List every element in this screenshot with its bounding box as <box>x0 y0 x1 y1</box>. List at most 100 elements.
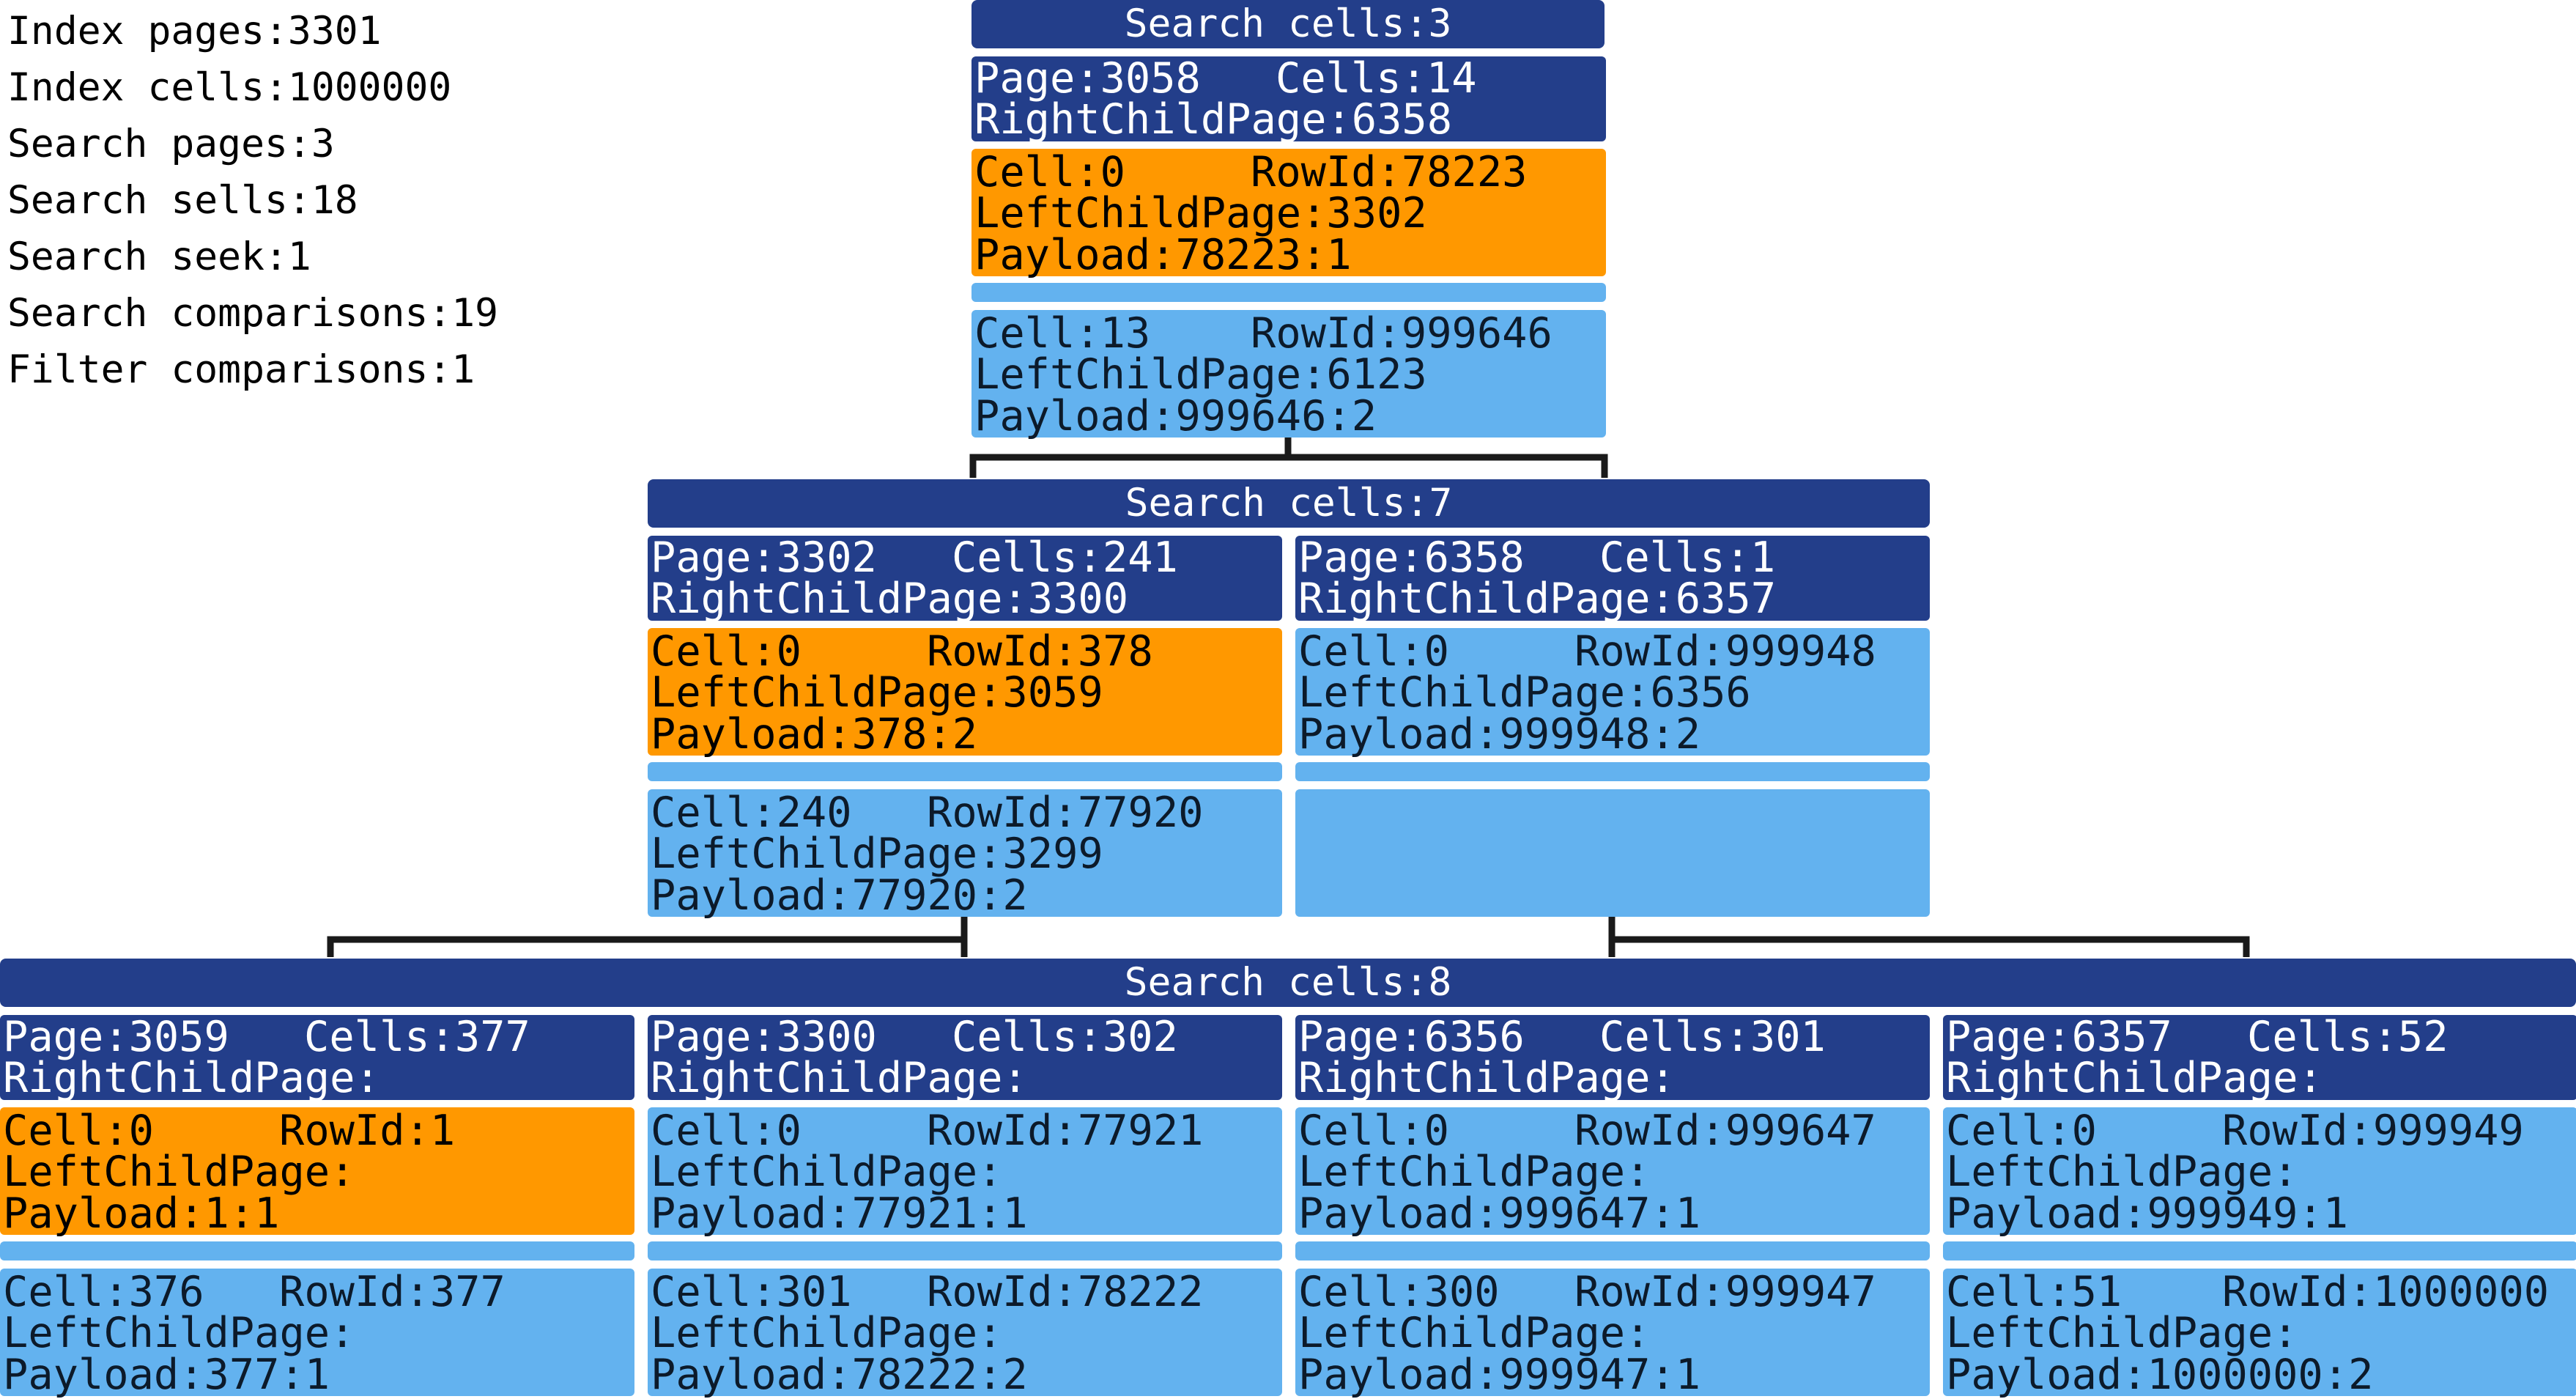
cell-left-child: LeftChildPage: <box>3 1148 355 1196</box>
page-number: Page:3302 <box>651 534 877 582</box>
cell-index: Cell:0 <box>1298 1107 1449 1155</box>
cell-index: Cell:0 <box>974 148 1125 196</box>
cell-left-child: LeftChildPage: <box>1298 1148 1651 1196</box>
cell-index: Cell:0 <box>651 1107 802 1155</box>
page-cell-count: Cells:241 <box>952 534 1178 582</box>
cell-rowid: RowId:1 <box>279 1107 456 1155</box>
page-cell-count: Cells:301 <box>1599 1013 1826 1061</box>
stat-search-pages: Search pages:3 <box>7 122 335 166</box>
cell-left-child: LeftChildPage:6356 <box>1298 668 1751 717</box>
cell-payload: Payload:999947:1 <box>1298 1351 1701 1399</box>
level-2-search-header: Search cells:7 <box>648 479 1930 528</box>
cell-payload: Payload:77920:2 <box>651 871 1028 920</box>
last-cell <box>1295 789 1930 917</box>
cell-index: Cell:376 <box>3 1268 204 1316</box>
cell-rowid: RowId:999647 <box>1574 1107 1876 1155</box>
cell-ellipsis-separator <box>1943 1241 2576 1260</box>
cell-left-child: LeftChildPage:6123 <box>974 350 1427 399</box>
cell-index: Cell:240 <box>651 789 852 837</box>
cell-rowid: RowId:378 <box>927 627 1153 676</box>
cell-rowid: RowId:999949 <box>2222 1107 2524 1155</box>
cell-index: Cell:0 <box>1946 1107 2097 1155</box>
cell-payload: Payload:77921:1 <box>651 1189 1028 1238</box>
cell-payload: Payload:378:2 <box>651 710 978 758</box>
cell-left-child: LeftChildPage: <box>651 1309 1003 1357</box>
cell-index: Cell:301 <box>651 1268 852 1316</box>
page-number: Page:6358 <box>1298 534 1525 582</box>
cell-index: Cell:51 <box>1946 1268 2122 1316</box>
cell-rowid: RowId:999948 <box>1574 627 1876 676</box>
page-cell-count: Cells:52 <box>2247 1013 2449 1061</box>
right-child-page: RightChildPage: <box>3 1054 380 1102</box>
cell-ellipsis-separator <box>1295 762 1930 781</box>
search-stats-list: Index pages:3301 Index cells:1000000 Sea… <box>7 3 498 398</box>
cell-payload: Payload:78222:2 <box>651 1351 1028 1399</box>
cell-left-child: LeftChildPage:3059 <box>651 668 1103 717</box>
cell-payload: Payload:1:1 <box>3 1189 280 1238</box>
connector-page6358-to-level3 <box>1608 915 2250 957</box>
cell-index: Cell:13 <box>974 309 1151 358</box>
cell-left-child: LeftChildPage: <box>1946 1309 2298 1357</box>
page-number: Page:3300 <box>651 1013 877 1061</box>
right-child-page: RightChildPage: <box>651 1054 1028 1102</box>
cell-payload: Payload:78223:1 <box>974 231 1352 279</box>
connector-root-to-level2 <box>969 435 1608 478</box>
cell-left-child: LeftChildPage: <box>3 1309 355 1357</box>
cell-index: Cell:0 <box>3 1107 154 1155</box>
cell-rowid: RowId:78222 <box>927 1268 1204 1316</box>
stat-search-comparisons: Search comparisons:19 <box>7 291 499 336</box>
connector-page3302-to-level3 <box>327 915 968 957</box>
page-number: Page:6357 <box>1946 1013 2172 1061</box>
page-cell-count: Cells:1 <box>1599 534 1776 582</box>
cell-payload: Payload:999647:1 <box>1298 1189 1701 1238</box>
cell-payload: Payload:1000000:2 <box>1946 1351 2374 1399</box>
cell-left-child: LeftChildPage: <box>651 1148 1003 1196</box>
cell-ellipsis-separator <box>1295 1241 1930 1260</box>
cell-ellipsis-separator <box>971 283 1606 302</box>
right-child-page: RightChildPage:6358 <box>974 95 1453 144</box>
cell-ellipsis-separator <box>0 1241 634 1260</box>
cell-rowid: RowId:77920 <box>927 789 1204 837</box>
page-cell-count: Cells:14 <box>1276 54 1477 103</box>
cell-index: Cell:300 <box>1298 1268 1500 1316</box>
cell-payload: Payload:999948:2 <box>1298 710 1701 758</box>
stat-index-pages: Index pages:3301 <box>7 9 382 53</box>
cell-left-child: LeftChildPage:3299 <box>651 830 1103 878</box>
cell-left-child: LeftChildPage: <box>1946 1148 2298 1196</box>
page-number: Page:6356 <box>1298 1013 1525 1061</box>
page-cell-count: Cells:302 <box>952 1013 1178 1061</box>
right-child-page: RightChildPage:6357 <box>1298 575 1777 623</box>
cell-payload: Payload:377:1 <box>3 1351 330 1399</box>
cell-index: Cell:0 <box>651 627 802 676</box>
cell-index: Cell:0 <box>1298 627 1449 676</box>
cell-rowid: RowId:999947 <box>1574 1268 1876 1316</box>
cell-payload: Payload:999646:2 <box>974 392 1377 440</box>
page-number: Page:3058 <box>974 54 1201 103</box>
cell-rowid: RowId:77921 <box>927 1107 1204 1155</box>
page-number: Page:3059 <box>3 1013 229 1061</box>
